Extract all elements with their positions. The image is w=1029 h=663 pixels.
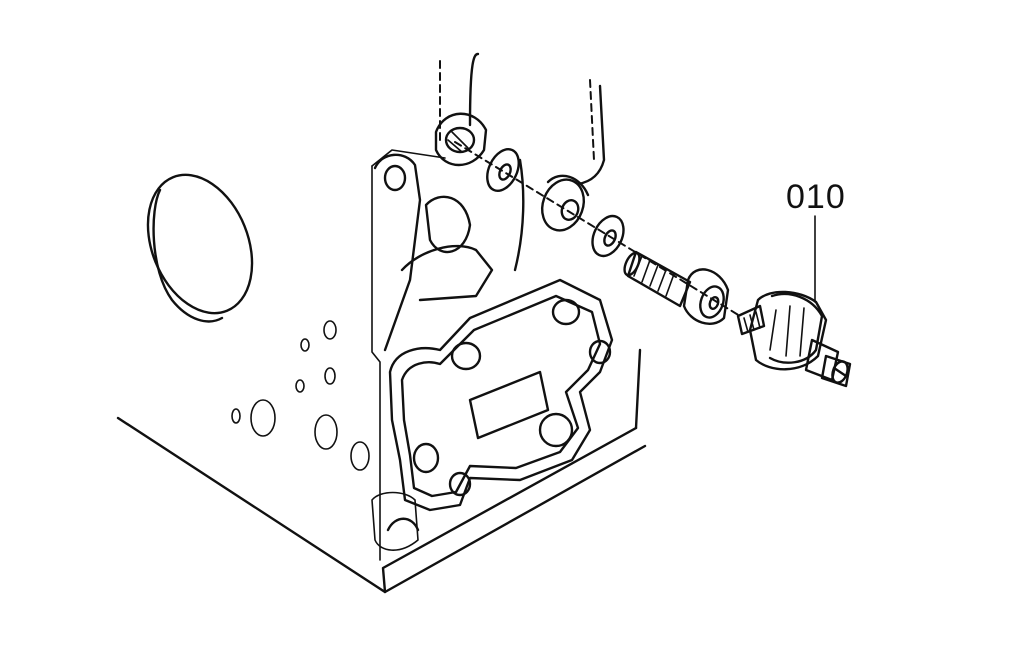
upper-flange bbox=[373, 52, 606, 352]
adapter-bolt bbox=[623, 250, 692, 308]
assembly-axis-line bbox=[454, 141, 741, 317]
core-plug bbox=[146, 173, 254, 323]
lower-flange bbox=[371, 278, 614, 551]
upper-washer bbox=[486, 148, 520, 192]
oil-pressure-switch bbox=[736, 290, 852, 388]
part-callout-010: 010 bbox=[786, 178, 846, 216]
engine-block bbox=[116, 149, 647, 594]
adapter-nut bbox=[682, 268, 730, 325]
block-holes bbox=[231, 320, 370, 471]
